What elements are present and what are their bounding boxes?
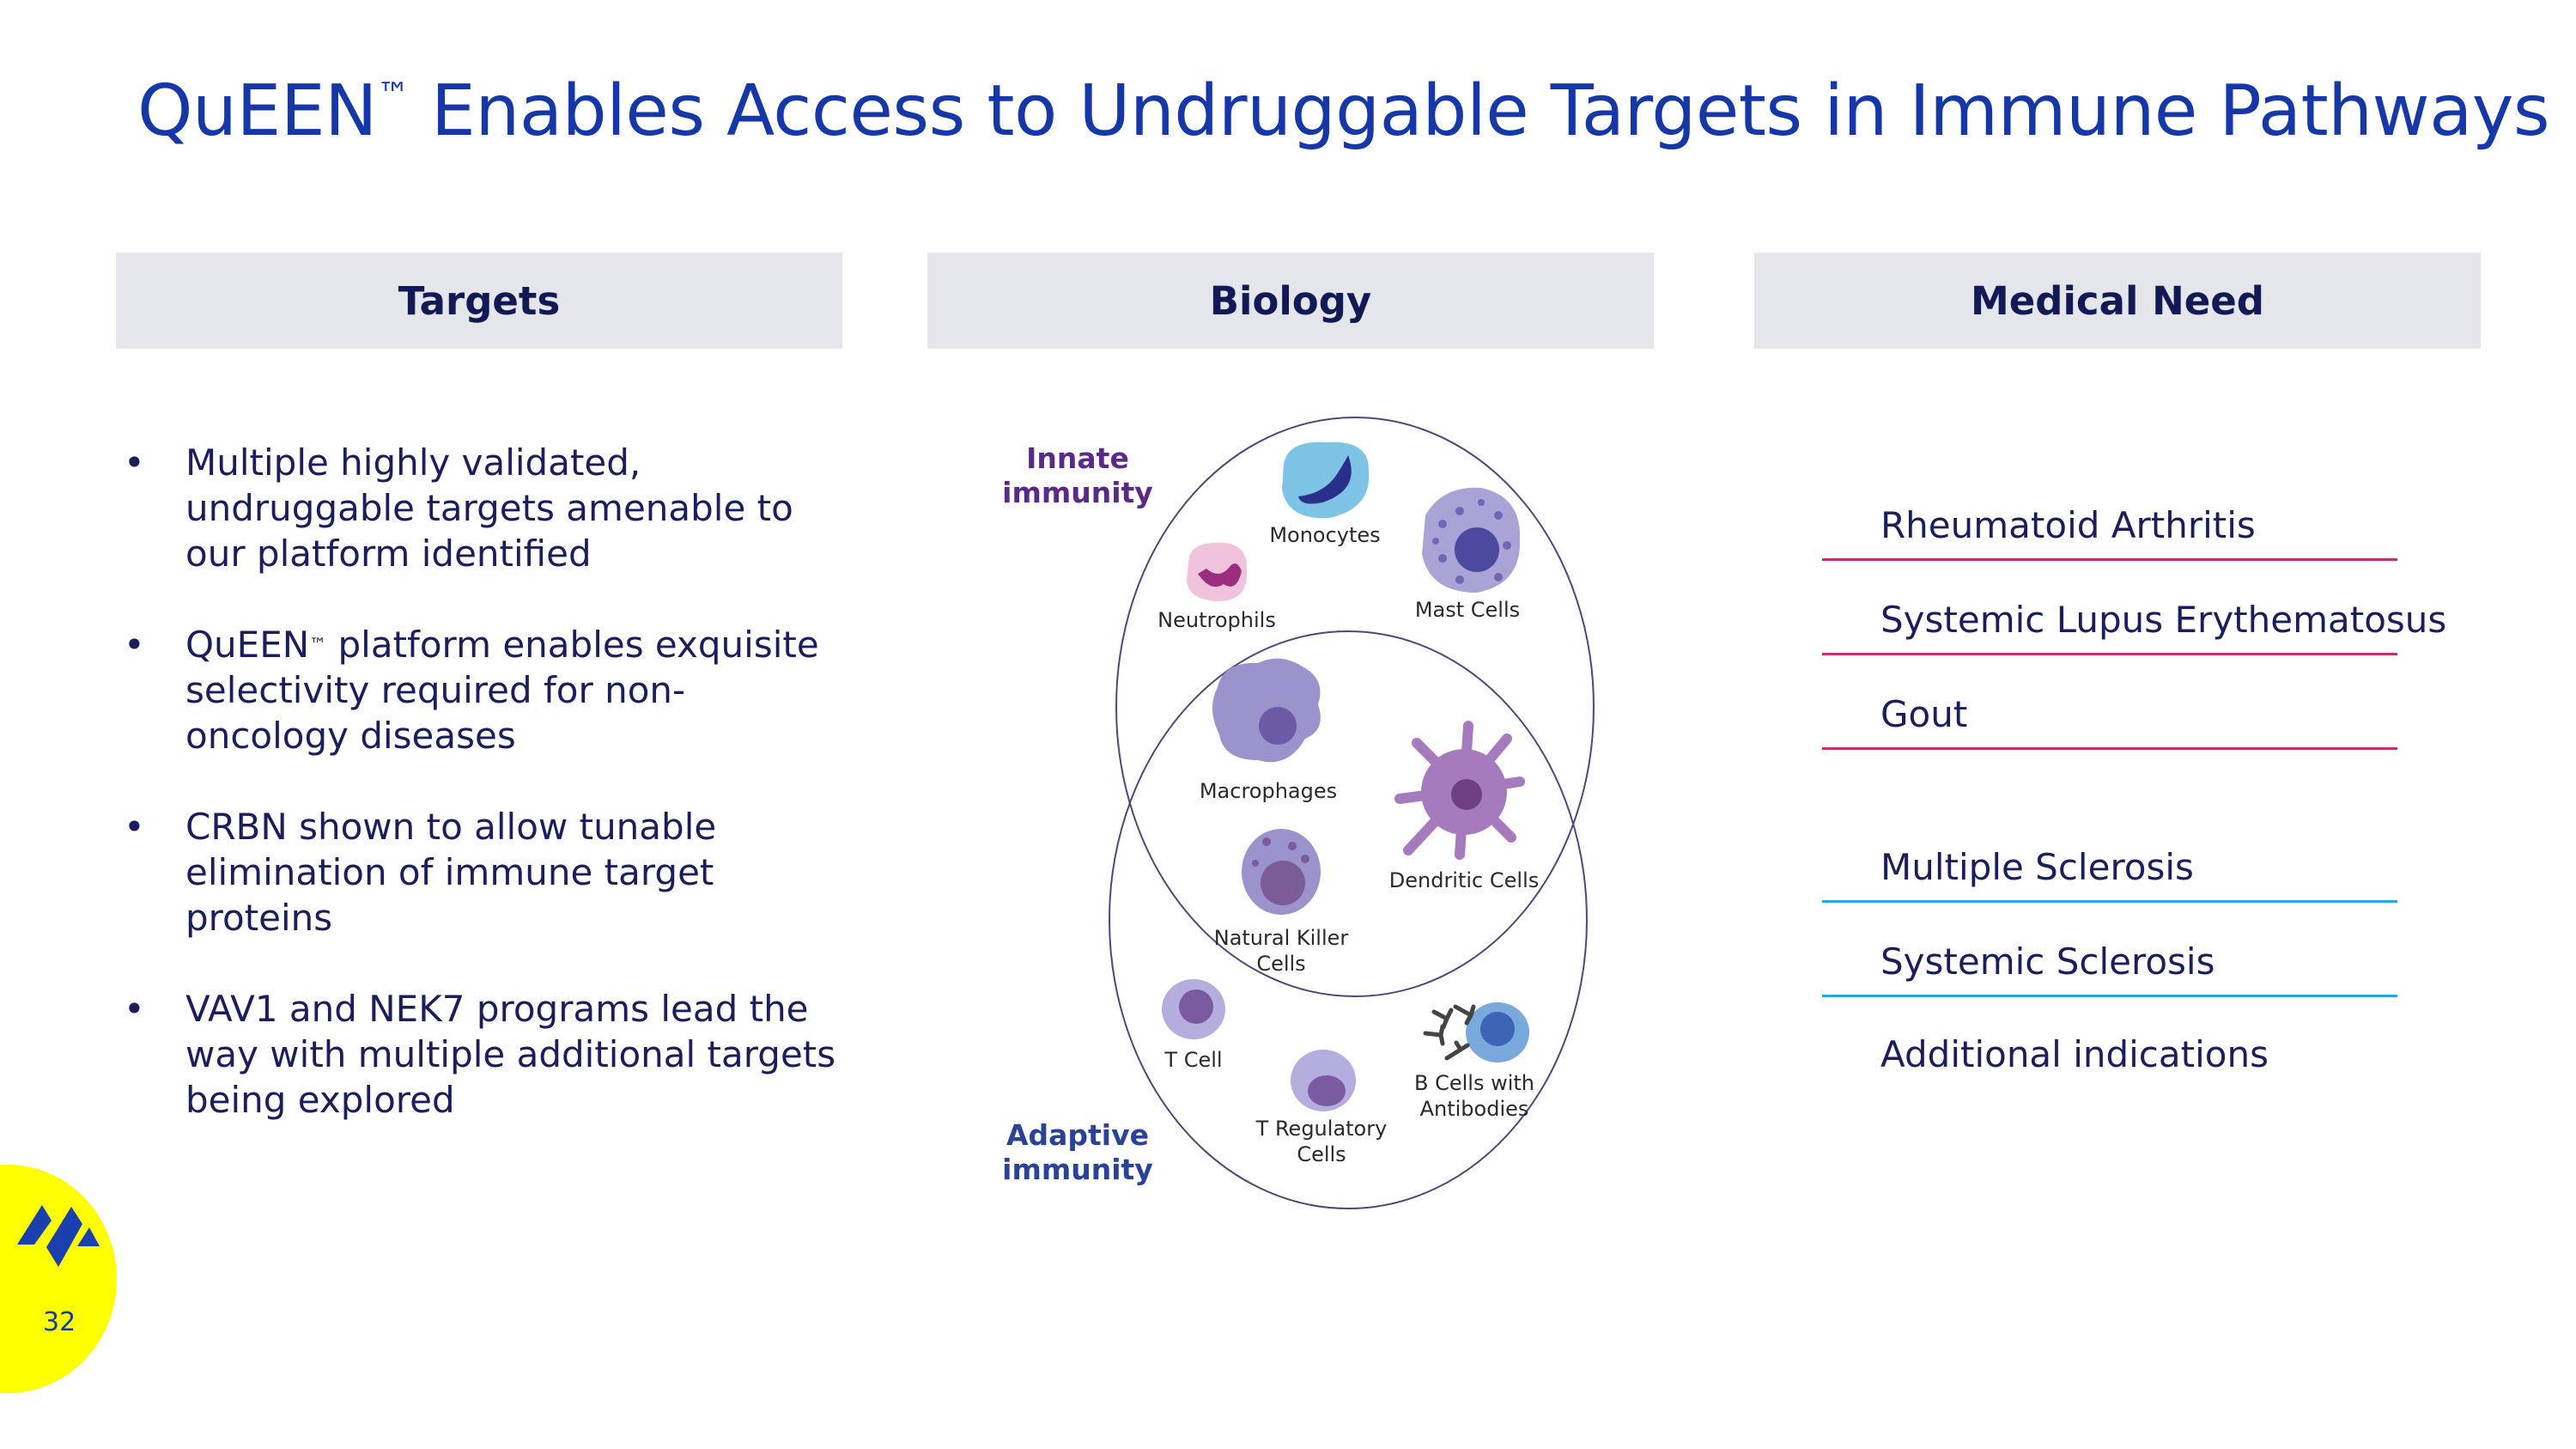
dendritic-cell-nucleus: [1451, 779, 1482, 810]
list-item: • VAV1 and NEK7 programs lead the way wit…: [120, 986, 841, 1123]
b-cell-with-antibodies-icon: [1423, 1002, 1529, 1062]
bullet-icon: •: [124, 624, 145, 666]
neutrophils-label: Neutrophils: [1157, 608, 1276, 632]
bullet-icon: •: [124, 806, 145, 848]
list-item: • QuEEN™ platform enables exquisite selec…: [120, 622, 841, 758]
medical-need-item: Rheumatoid Arthritis: [1822, 464, 2397, 561]
trademark: ™: [309, 634, 327, 654]
bullet-icon: •: [124, 988, 145, 1030]
t-regulatory-cell-icon: [1291, 1050, 1356, 1111]
medical-need-item: Additional indications: [1822, 993, 2397, 1087]
t-cell-icon: [1162, 979, 1225, 1039]
medical-need-item: Multiple Sclerosis: [1822, 806, 2397, 903]
macrophage-icon: [1212, 658, 1321, 763]
header-medical-need: Medical Need: [1754, 253, 2481, 349]
medical-need-label: Additional indications: [1880, 1033, 2269, 1075]
medical-need-item: Systemic Sclerosis: [1822, 900, 2397, 997]
bullet-text: Multiple highly validated, undruggable t…: [185, 441, 793, 575]
bullet-text: platform enables exquisite selectivity r…: [185, 624, 819, 757]
medical-need-label: Gout: [1880, 693, 1968, 735]
medical-need-item: Systemic Lupus Erythematosus: [1822, 558, 2446, 655]
header-biology: Biology: [927, 253, 1654, 349]
company-logo-icon: [17, 1205, 100, 1267]
adaptive-ellipse: [1109, 630, 1588, 1209]
bullet-text-pre: QuEEN: [185, 624, 310, 666]
bullet-text: VAV1 and NEK7 programs lead the way with…: [185, 988, 836, 1121]
medical-need-label: Rheumatoid Arthritis: [1880, 504, 2256, 546]
t-cell-label: T Cell: [1163, 1048, 1222, 1072]
targets-list: • Multiple highly validated, undruggable …: [120, 440, 841, 1168]
mast-cells-label: Mast Cells: [1415, 598, 1520, 622]
natural-killer-cell-icon: [1242, 829, 1321, 915]
page-number: 32: [43, 1307, 76, 1337]
mast-cell-icon: [1422, 487, 1521, 593]
neutrophil-icon: [1187, 542, 1248, 601]
macrophages-label: Macrophages: [1200, 779, 1337, 803]
medical-need-item: Gout: [1822, 653, 2397, 750]
innate-ellipse: [1115, 417, 1595, 997]
bullet-text: CRBN shown to allow tunable elimination …: [185, 806, 717, 939]
trademark: ™: [376, 76, 410, 113]
medical-need-label: Systemic Sclerosis: [1880, 941, 2215, 983]
header-targets: Targets: [116, 253, 842, 349]
monocyte-icon: [1282, 441, 1370, 519]
list-item: • CRBN shown to allow tunable elimination…: [120, 804, 841, 941]
dendritic-cells-label: Dendritic Cells: [1389, 868, 1540, 892]
title-rest: Enables Access to Undruggable Targets in…: [409, 70, 2550, 152]
title-prefix: QuEEN: [137, 70, 377, 152]
bullet-icon: •: [124, 441, 145, 484]
monocytes-label: Monocytes: [1269, 523, 1380, 547]
medical-need-label: Systemic Lupus Erythematosus: [1880, 599, 2447, 641]
list-item: • Multiple highly validated, undruggable …: [120, 440, 841, 576]
slide-title: QuEEN™ Enables Access to Undruggable Tar…: [137, 70, 2550, 152]
medical-need-label: Multiple Sclerosis: [1880, 846, 2194, 888]
